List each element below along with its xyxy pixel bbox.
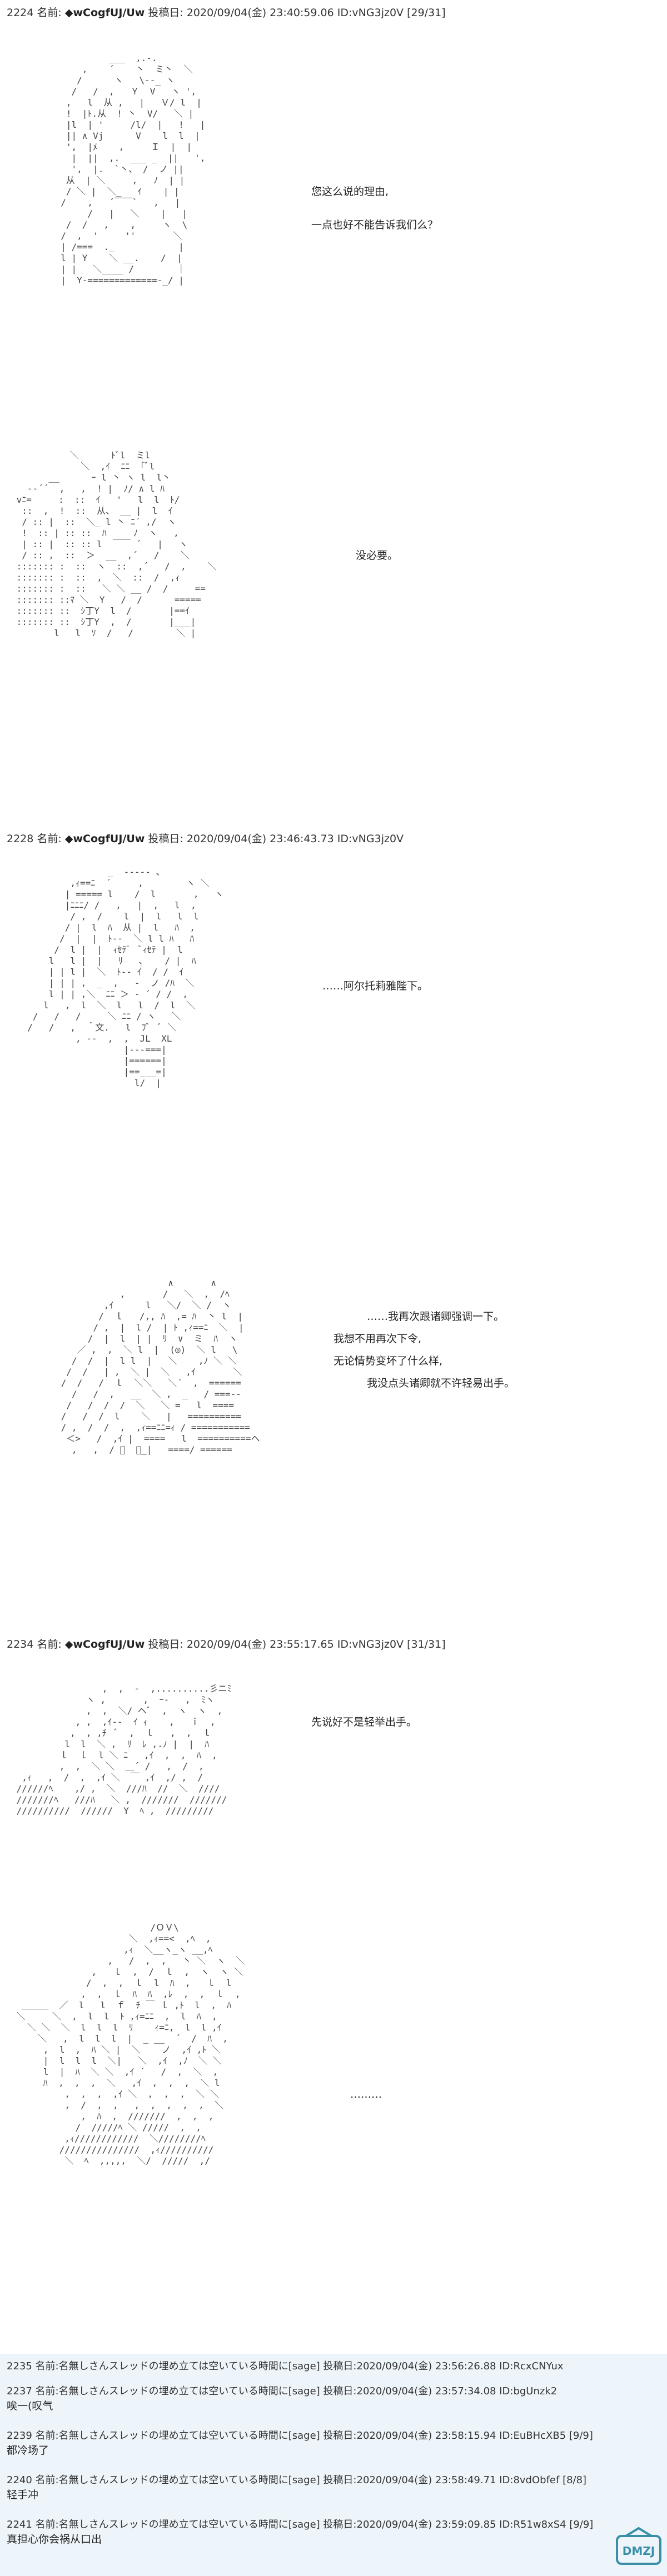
replies-section xyxy=(0,2354,667,2576)
dialogue-text: 我没点头诸卿就不许轻易出手。 xyxy=(367,1377,515,1389)
ascii-art-figure: , , ‐ ,..........彡ニﾐ ヽ , , ｰ‐ , ﾐヽ , , ＼… xyxy=(16,1683,232,1816)
site-logo: DMZJ xyxy=(615,2525,663,2573)
reply-number: 2239 xyxy=(7,2430,32,2442)
reply-name: 名無しさんスレッドの埋め立ては空いている時間に[sage] xyxy=(58,2474,320,2486)
reply-name: 名無しさんスレッドの埋め立ては空いている時間に[sage] xyxy=(58,2430,320,2442)
reply-body: 轻手冲 xyxy=(7,2489,39,2501)
reply-number: 2240 xyxy=(7,2474,32,2486)
name-label: 名前: xyxy=(35,2360,59,2372)
reply-number: 2235 xyxy=(7,2360,32,2372)
poster-trip: ◆wCogfUJ/Uw xyxy=(64,1638,145,1650)
logo-text: DMZJ xyxy=(623,2544,655,2558)
dialogue-text: 您这么说的理由, 一点也好不能告诉我们么？ xyxy=(311,186,439,231)
ascii-art-figure: ＼ ﾄﾞl ミl ＼ ,ｲ ﾆﾆ ｢ﾞl __ ｰ l 丶 ヽ l l丶 -‐´… xyxy=(16,450,217,638)
reply-number: 2237 xyxy=(7,2385,32,2397)
date-label: 投稿日: xyxy=(323,2430,357,2442)
reply-number: 2241 xyxy=(7,2519,32,2530)
reply-datetime: 2020/09/04(金) 23:58:49.71 xyxy=(356,2474,496,2486)
reply-count: [8/8] xyxy=(563,2474,587,2486)
name-label: 名前: xyxy=(37,1638,62,1650)
reply-id: ID:8vdObfef xyxy=(499,2474,560,2486)
ascii-art-figure: _ ----- 、 ,ｨ==ﾆ ´ , ヽ ＼ | ===== l / l , … xyxy=(17,867,224,1088)
date-label: 投稿日: xyxy=(148,833,183,845)
dialogue-text: ……… xyxy=(350,2088,382,2100)
post-number: 2224 xyxy=(7,7,34,19)
reply-name: 名無しさんスレッドの埋め立ては空いている時間に[sage] xyxy=(58,2519,320,2530)
reply-body: 真担心你会祸从口出 xyxy=(7,2533,102,2545)
post-header: 2234 名前: ◆wCogfUJ/Uw 投稿日: 2020/09/04(金) … xyxy=(7,1636,446,1651)
reply-id: ID:bgUnzk2 xyxy=(499,2385,558,2397)
ascii-art-figure: ∧ ∧ , / ＼ , /ﾍ ,ｲ l ＼/ ＼ / ヽ / ｌ /,, ﾊ ,… xyxy=(61,1278,260,1455)
reply-header: 2239 名前:名無しさんスレッドの埋め立ては空いている時間に[sage] 投稿… xyxy=(7,2428,593,2442)
reply-name: 名無しさんスレッドの埋め立ては空いている時間に[sage] xyxy=(58,2360,320,2372)
dialogue-text: ……阿尔托莉雅陛下。 xyxy=(322,980,429,992)
reply-count: [9/9] xyxy=(569,2519,594,2530)
reply-datetime: 2020/09/04(金) 23:59:09.85 xyxy=(356,2519,496,2530)
post-id: ID:vNG3jz0V xyxy=(337,833,404,845)
name-label: 名前: xyxy=(37,7,62,19)
date-label: 投稿日: xyxy=(323,2519,357,2530)
post-number: 2228 xyxy=(7,833,34,845)
name-label: 名前: xyxy=(35,2385,59,2397)
post-count: [31/31] xyxy=(407,1638,446,1650)
post-datetime: 2020/09/04(金) 23:55:17.65 xyxy=(186,1638,334,1650)
reply-header: 2241 名前:名無しさんスレッドの埋め立ては空いている時間に[sage] 投稿… xyxy=(7,2517,593,2531)
name-label: 名前: xyxy=(35,2519,59,2530)
date-label: 投稿日: xyxy=(148,1638,183,1650)
name-label: 名前: xyxy=(35,2430,59,2442)
ascii-art-figure: /ＯＶ\ ＼ ,ｨ==< ,ﾍ , ,ｨ ＼__ヽ_ヽ __,ﾍ , / , ,… xyxy=(16,1922,245,2166)
post-header: 2228 名前: ◆wCogfUJ/Uw 投稿日: 2020/09/04(金) … xyxy=(7,831,404,846)
reply-id: ID:R51w8xS4 xyxy=(499,2519,566,2530)
reply-id: ID:EuBHcXB5 xyxy=(499,2430,566,2442)
reply-body: 唉一(叹气 xyxy=(7,2400,53,2412)
reply-count: [9/9] xyxy=(569,2430,593,2442)
poster-trip: ◆wCogfUJ/Uw xyxy=(64,833,145,845)
name-label: 名前: xyxy=(37,833,62,845)
reply-id: ID:RcxCNYux xyxy=(499,2360,564,2372)
post-id: ID:vNG3jz0V xyxy=(337,7,404,19)
post-number: 2234 xyxy=(7,1638,34,1650)
ascii-art-figure: ___ ,.-. , ´ 丶 ミ丶 ＼ / ヽ \-‐_ ヽ / / , Ｙ V… xyxy=(61,53,206,286)
date-label: 投稿日: xyxy=(323,2385,357,2397)
post-header: 2224 名前: ◆wCogfUJ/Uw 投稿日: 2020/09/04(金) … xyxy=(7,4,446,19)
dialogue-text: 先说好不是轻举出手。 xyxy=(311,1716,417,1728)
date-label: 投稿日: xyxy=(323,2360,357,2372)
dialogue-text: 我想不用再次下令, xyxy=(334,1333,422,1345)
post-datetime: 2020/09/04(金) 23:46:43.73 xyxy=(186,833,334,845)
dialogue-text: 无论情势变坏了什么样, xyxy=(334,1355,443,1367)
reply-name: 名無しさんスレッドの埋め立ては空いている時間に[sage] xyxy=(58,2385,320,2397)
post-datetime: 2020/09/04(金) 23:40:59.06 xyxy=(186,7,334,19)
date-label: 投稿日: xyxy=(148,7,183,19)
reply-body: 都冷场了 xyxy=(7,2444,49,2457)
post-id: ID:vNG3jz0V xyxy=(337,1638,404,1650)
reply-header: 2235 名前:名無しさんスレッドの埋め立ては空いている時間に[sage] 投稿… xyxy=(7,2358,564,2373)
reply-datetime: 2020/09/04(金) 23:57:34.08 xyxy=(356,2385,496,2397)
reply-datetime: 2020/09/04(金) 23:58:15.94 xyxy=(356,2430,496,2442)
poster-trip: ◆wCogfUJ/Uw xyxy=(64,7,145,19)
dialogue-text: ……我再次跟诸卿强调一下。 xyxy=(367,1310,505,1323)
date-label: 投稿日: xyxy=(323,2474,357,2486)
reply-header: 2237 名前:名無しさんスレッドの埋め立ては空いている時間に[sage] 投稿… xyxy=(7,2383,557,2398)
logo-icon: DMZJ xyxy=(616,2527,661,2565)
name-label: 名前: xyxy=(35,2474,59,2486)
post-count: [29/31] xyxy=(407,7,446,19)
reply-datetime: 2020/09/04(金) 23:56:26.88 xyxy=(356,2360,496,2372)
dialogue-text: 没必要。 xyxy=(356,549,399,562)
reply-header: 2240 名前:名無しさんスレッドの埋め立ては空いている時間に[sage] 投稿… xyxy=(7,2472,586,2487)
